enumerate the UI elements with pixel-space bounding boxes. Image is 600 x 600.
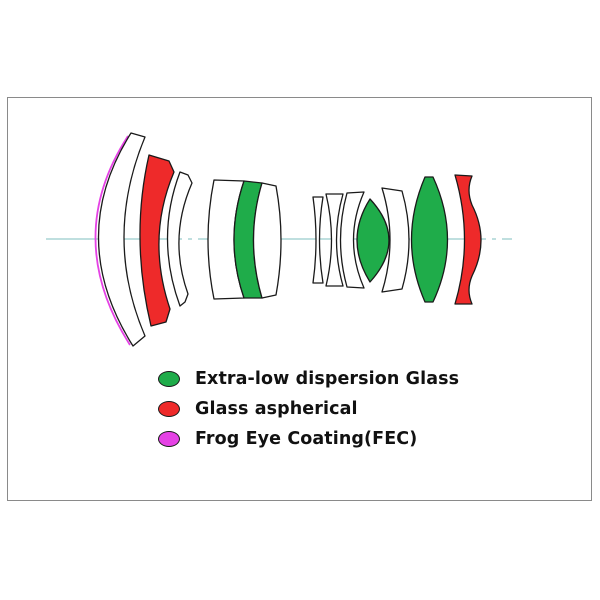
fec-coating bbox=[94, 135, 131, 346]
lens-element-2-aspherical bbox=[139, 154, 175, 327]
lens-element-9 bbox=[339, 191, 365, 289]
diagram-frame bbox=[7, 97, 592, 501]
legend-label: Glass aspherical bbox=[195, 399, 358, 419]
lens-element-3 bbox=[166, 171, 193, 307]
legend-label: Extra-low dispersion Glass bbox=[195, 369, 460, 389]
legend-item-ed-glass: Extra-low dispersion Glass bbox=[158, 364, 459, 394]
legend: Extra-low dispersion Glass Glass aspheri… bbox=[158, 364, 459, 454]
legend-label: Frog Eye Coating(FEC) bbox=[195, 429, 418, 449]
fec-swatch-icon bbox=[158, 431, 180, 447]
legend-item-aspherical: Glass aspherical bbox=[158, 394, 459, 424]
ed-glass-swatch-icon bbox=[158, 371, 180, 387]
lens-element-11 bbox=[381, 187, 410, 293]
lens-element-7 bbox=[312, 196, 324, 284]
lens-element-10-ed bbox=[356, 198, 390, 283]
lens-element-8 bbox=[325, 193, 344, 287]
lens-element-1 bbox=[97, 132, 146, 347]
lens-element-6 bbox=[252, 182, 282, 299]
lens-element-13-aspherical bbox=[454, 174, 482, 305]
aspherical-swatch-icon bbox=[158, 401, 180, 417]
lens-element-12-ed bbox=[410, 176, 449, 303]
legend-item-fec: Frog Eye Coating(FEC) bbox=[158, 424, 459, 454]
